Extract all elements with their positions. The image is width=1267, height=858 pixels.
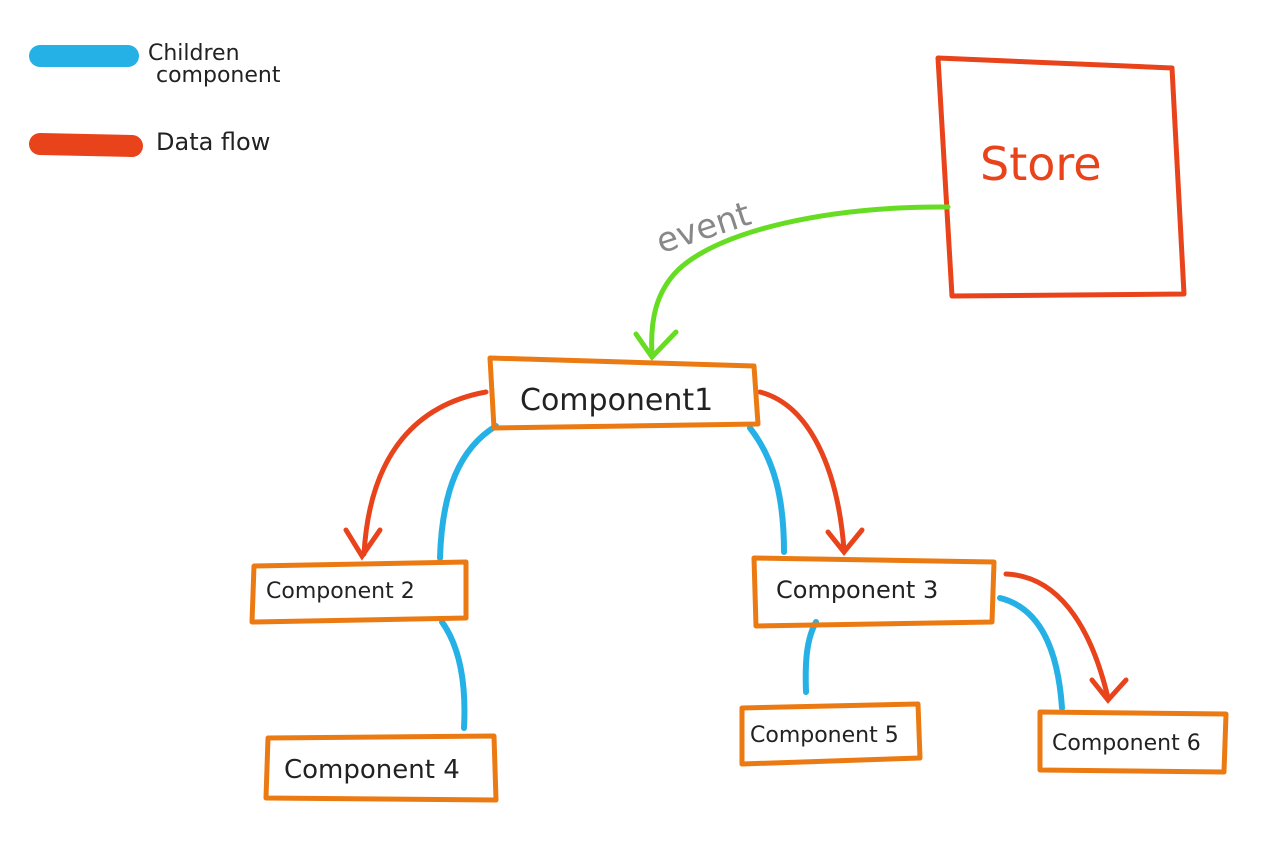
component-3: Component 3 [751,555,997,629]
component-1: Component1 [487,355,761,431]
event-line [649,204,951,358]
legend-children-label-line1: Children [148,41,240,66]
flow-c1-c2 [361,389,489,557]
children-links [437,423,1065,731]
component-5-box [739,701,923,767]
flow-c1-c3-head [825,527,865,556]
event-arrow: event [633,194,951,361]
component-2-label: Component 2 [266,579,415,604]
legend-dataflow-swatch [29,133,143,157]
component-1-label: Component1 [520,383,713,418]
component-6-box [1037,709,1229,775]
component-4: Component 4 [263,733,499,803]
link-c1-c3 [747,425,787,555]
dataflow-arrows [343,389,1129,704]
link-c3-c6 [997,595,1065,711]
component-6: Component 6 [1037,709,1229,775]
link-c1-c2 [437,423,499,561]
component-6-label: Component 6 [1052,731,1201,756]
store: Store [935,55,1187,299]
legend-dataflow-label: Data flow [156,128,270,156]
flow-c1-c3 [757,389,847,553]
component-4-box [263,733,499,803]
component-3-box [751,555,997,629]
store-label: Store [980,137,1102,191]
component-3-label: Component 3 [776,576,938,604]
legend: Children component Data flow [29,41,281,157]
component-5: Component 5 [739,701,923,767]
component-5-label: Component 5 [750,723,899,748]
flow-c1-c2-head [343,527,383,561]
flow-c3-c6-head [1089,677,1129,704]
component-2: Component 2 [249,559,469,625]
link-c2-c4 [439,619,468,731]
component-2-box [249,559,469,625]
component-4-label: Component 4 [284,755,460,785]
event-arrowhead [633,329,679,361]
legend-children-label-line2: component [156,63,281,88]
flow-c3-c6 [1003,571,1111,701]
component-1-box [487,355,761,431]
store-box [935,55,1187,299]
link-c3-c5 [802,619,819,695]
